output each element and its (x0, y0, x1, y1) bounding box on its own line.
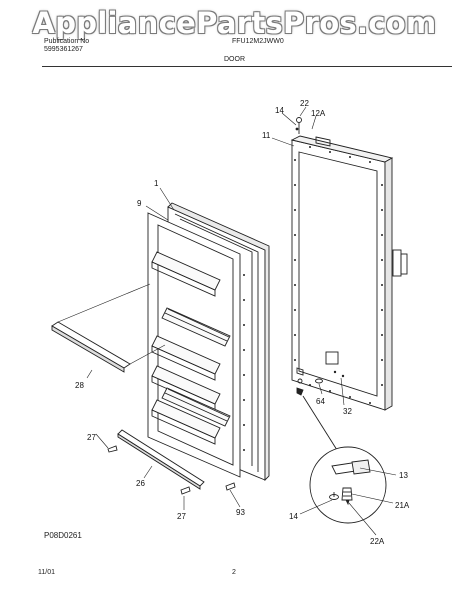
outer-door-panel (290, 135, 408, 411)
callout-21a: 21A (395, 501, 410, 510)
callout-64: 64 (316, 397, 325, 406)
callout-28: 28 (75, 381, 84, 390)
page-number: 2 (232, 569, 236, 576)
callout-9: 9 (137, 199, 142, 208)
callout-14-top: 14 (275, 106, 284, 115)
figure-code: P08D0261 (44, 531, 82, 540)
callout-26: 26 (136, 479, 145, 488)
callout-13: 13 (399, 471, 408, 480)
screws-27 (107, 445, 191, 495)
callout-22a: 22A (370, 537, 385, 546)
shelf-rail-28 (51, 283, 166, 373)
bottom-hinge-parts (296, 367, 345, 396)
callout-12a: 12A (311, 109, 326, 118)
screw-93 (225, 482, 236, 491)
callout-22-top: 22 (300, 99, 309, 108)
shelf-rail-26 (117, 429, 205, 490)
header-rule (42, 66, 452, 67)
callout-11: 11 (262, 131, 271, 140)
watermark: AppliancePartsPros.com (32, 6, 437, 40)
footer-date: 11/01 (38, 569, 55, 576)
callout-93: 93 (236, 508, 245, 517)
callout-1: 1 (154, 179, 159, 188)
callout-32: 32 (343, 407, 352, 416)
publication-number: 5995361267 (44, 46, 83, 53)
callout-27-bottom: 27 (177, 512, 186, 521)
section-title: DOOR (224, 56, 245, 63)
model-number: FFU12M2JWW0 (232, 38, 284, 45)
callout-14-bottom: 14 (289, 512, 298, 521)
publication-label: Publication No (44, 38, 90, 45)
door-shelves (151, 251, 231, 445)
callout-leaders (86, 106, 397, 536)
hinge-detail-inset (302, 395, 387, 524)
callout-27-left: 27 (87, 433, 96, 442)
inner-door-liner (147, 202, 270, 482)
hinge-screw-22 (296, 117, 302, 123)
